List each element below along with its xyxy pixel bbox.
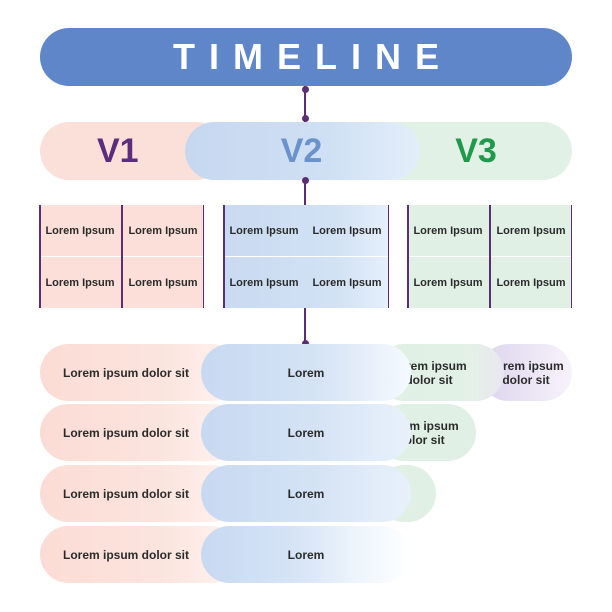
row-label: Lorem xyxy=(287,547,325,562)
row-2-middle-pill: Lorem xyxy=(201,404,411,461)
version-label: V1 xyxy=(97,131,139,170)
grid-border xyxy=(223,205,225,308)
grid-v3: Lorem Ipsum Lorem Ipsum Lorem Ipsum Lore… xyxy=(407,205,572,308)
grid-divider xyxy=(223,256,389,257)
row-label: Lorem ipsum dolor sit xyxy=(63,547,190,562)
row-1-middle-pill: Lorem xyxy=(201,344,411,401)
row-label: Lorem ipsum dolor sit xyxy=(488,358,564,387)
row-label: Lorem xyxy=(287,486,325,501)
row-label: Lorem ipsum dolor sit xyxy=(63,425,190,440)
connector-dot xyxy=(301,177,309,184)
grid-cell: Lorem Ipsum xyxy=(312,276,382,289)
grid-v2: Lorem Ipsum Lorem Ipsum Lorem Ipsum Lore… xyxy=(223,205,389,308)
connector-line xyxy=(304,86,306,122)
grid-cell: Lorem Ipsum xyxy=(128,276,198,289)
title-text: TIMELINE xyxy=(173,36,453,77)
version-pill-v2: V2 xyxy=(185,122,420,180)
row-label: Lorem ipsum dolor sit xyxy=(63,365,190,380)
grid-cell: Lorem Ipsum xyxy=(45,276,115,289)
grid-border xyxy=(570,205,572,308)
connector-dot xyxy=(301,115,309,122)
title-banner: TIMELINE xyxy=(40,28,572,86)
grid-cell: Lorem Ipsum xyxy=(45,224,115,237)
version-label: V2 xyxy=(280,131,323,170)
grid-border xyxy=(489,205,491,308)
grid-cell: Lorem Ipsum xyxy=(229,224,299,237)
row-4-middle-pill: Lorem xyxy=(201,526,411,583)
grid-cell: Lorem Ipsum xyxy=(413,276,483,289)
grid-cell: Lorem Ipsum xyxy=(128,224,198,237)
grid-border xyxy=(121,205,123,308)
grid-border xyxy=(387,205,389,308)
grid-v1: Lorem Ipsum Lorem Ipsum Lorem Ipsum Lore… xyxy=(39,205,204,308)
row-label: Lorem xyxy=(287,365,325,380)
grid-cell: Lorem Ipsum xyxy=(413,224,483,237)
grid-cell: Lorem Ipsum xyxy=(496,276,566,289)
row-label: Lorem xyxy=(287,425,325,440)
connector-dot xyxy=(301,340,309,347)
grid-border xyxy=(407,205,409,308)
version-label: V3 xyxy=(455,131,497,170)
grid-cell: Lorem Ipsum xyxy=(229,276,299,289)
row-label: Lorem ipsum dolor sit xyxy=(63,486,190,501)
grid-border xyxy=(39,205,41,308)
grid-border xyxy=(202,205,204,308)
connector-dot xyxy=(301,86,309,93)
grid-cell: Lorem Ipsum xyxy=(312,224,382,237)
row-3-middle-pill: Lorem xyxy=(201,465,411,522)
grid-cell: Lorem Ipsum xyxy=(496,224,566,237)
